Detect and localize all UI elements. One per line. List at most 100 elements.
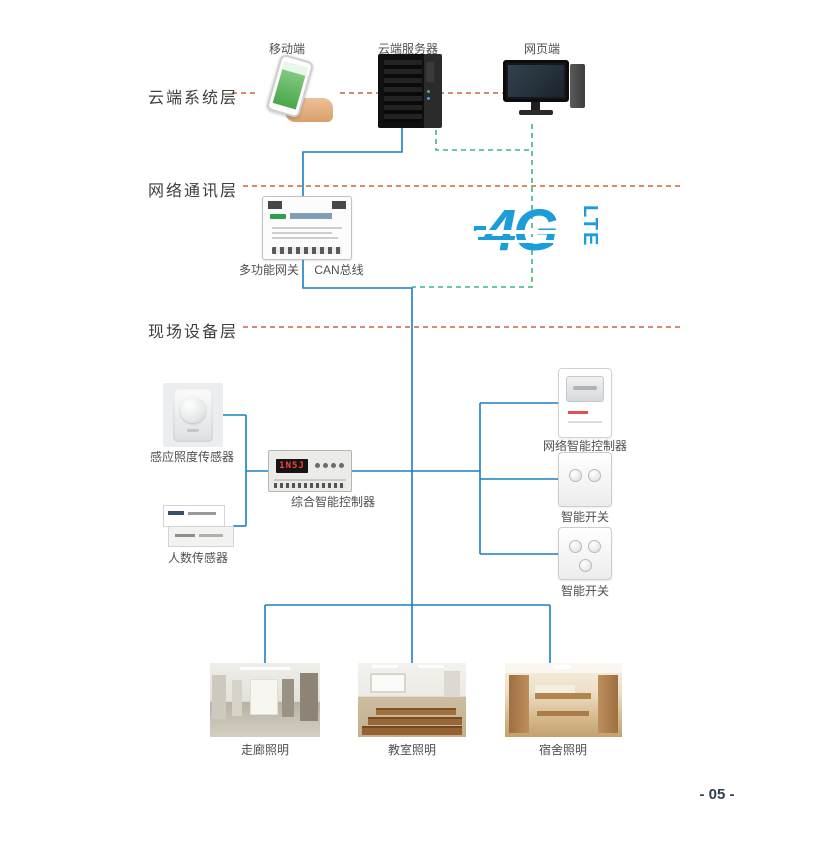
illuminance-sensor-image bbox=[163, 383, 223, 447]
smart-switch-2-image bbox=[558, 527, 612, 580]
gateway-text-line bbox=[272, 237, 338, 239]
switch-button bbox=[569, 469, 582, 482]
lte-text: LTE bbox=[579, 205, 601, 248]
gateway-device-image bbox=[262, 196, 352, 260]
web-4g-dashed-link bbox=[412, 124, 533, 288]
gateway-caption: 多功能网关 bbox=[238, 263, 299, 277]
people-counter-text-line bbox=[175, 534, 195, 537]
corridor-ceiling-light bbox=[240, 667, 290, 670]
dormitory-photo bbox=[505, 663, 622, 737]
classroom-seat-row bbox=[362, 726, 462, 735]
smart-switch-1-image bbox=[558, 452, 612, 507]
corridor-end-wall bbox=[250, 679, 278, 715]
network-layer-label: 网络通讯层 bbox=[148, 183, 239, 200]
dorm-bedding bbox=[535, 685, 575, 693]
integrated-controller-image: 1N5J bbox=[268, 450, 352, 492]
classroom-caption: 教室照明 bbox=[387, 743, 436, 757]
controller-button bbox=[339, 463, 344, 468]
cloud-server-image bbox=[378, 54, 442, 128]
monitor-neck bbox=[531, 102, 540, 110]
people-sensor-caption: 人数传感器 bbox=[167, 551, 228, 565]
network-controller-image bbox=[558, 368, 612, 438]
dorm-bunk bbox=[535, 693, 591, 699]
controller-slot bbox=[573, 386, 597, 390]
people-counter-logo bbox=[168, 511, 184, 515]
people-counter-image bbox=[163, 505, 235, 547]
corridor-door bbox=[282, 679, 294, 717]
dorm-wardrobe bbox=[598, 675, 618, 733]
monitor-screen bbox=[503, 60, 569, 102]
corridor-door bbox=[232, 680, 242, 716]
controller-button bbox=[315, 463, 320, 468]
logo-stripe bbox=[476, 240, 576, 243]
gateway-terminal-row bbox=[272, 247, 342, 254]
server-drive-bay bbox=[426, 62, 434, 82]
desktop-monitor-image bbox=[503, 60, 585, 122]
gateway-brand-mark bbox=[270, 214, 286, 219]
logo-speed-dash bbox=[474, 226, 486, 231]
lux-sensor-caption: 感应照度传感器 bbox=[149, 450, 234, 464]
sensor-dome bbox=[180, 397, 206, 423]
field-layer-label: 现场设备层 bbox=[148, 324, 239, 341]
corridor-caption: 走廊照明 bbox=[240, 743, 289, 757]
people-counter-text-line bbox=[199, 534, 223, 537]
classroom-ceiling-light bbox=[372, 665, 398, 668]
network-controller-caption: 网络智能控制器 bbox=[542, 439, 627, 453]
dormitory-caption: 宿舍照明 bbox=[538, 743, 587, 757]
controller-display: 1N5J bbox=[276, 459, 308, 473]
sensor-slot bbox=[187, 429, 199, 432]
blue-bus-lines bbox=[223, 128, 558, 663]
switch-button bbox=[588, 540, 601, 553]
monitor-screen-glow bbox=[508, 65, 564, 97]
gateway-terminal-block-left bbox=[268, 201, 282, 209]
classroom-seat-row bbox=[376, 708, 456, 715]
switch-button bbox=[569, 540, 582, 553]
server-led-green bbox=[427, 90, 430, 93]
server-caption: 云端服务器 bbox=[378, 42, 439, 56]
dorm-desk bbox=[537, 711, 589, 716]
classroom-seat-row bbox=[368, 717, 462, 725]
switch-button bbox=[588, 469, 601, 482]
smart-switch-2-caption: 智能开关 bbox=[560, 584, 609, 598]
classroom-whiteboard bbox=[370, 673, 406, 693]
mobile-caption: 移动端 bbox=[268, 42, 305, 56]
server-led-blue bbox=[427, 97, 430, 100]
dorm-ceiling-light bbox=[553, 665, 571, 669]
controller-button bbox=[323, 463, 328, 468]
gateway-title-bar bbox=[290, 213, 332, 219]
web-caption: 网页端 bbox=[523, 42, 560, 56]
classroom-photo bbox=[358, 663, 466, 737]
logo-speed-dash bbox=[478, 237, 490, 242]
people-counter-text-line bbox=[188, 512, 216, 515]
logo-stripe bbox=[476, 230, 576, 234]
gateway-terminal-block-right bbox=[332, 201, 346, 209]
page-number: - 05 - bbox=[699, 786, 735, 803]
smart-switch-1-caption: 智能开关 bbox=[560, 510, 609, 524]
controller-seam-line bbox=[568, 421, 602, 423]
server-slots bbox=[384, 60, 422, 122]
classroom-ceiling-light bbox=[418, 665, 444, 668]
gateway-text-line bbox=[272, 227, 342, 229]
server-gateway-line bbox=[302, 128, 403, 197]
corridor-photo bbox=[210, 663, 320, 737]
monitor-base bbox=[519, 110, 553, 115]
dorm-wardrobe bbox=[509, 675, 529, 733]
controller-caption: 综合智能控制器 bbox=[290, 495, 375, 509]
controller-label-strip bbox=[274, 479, 346, 481]
mobile-phone-image bbox=[255, 53, 337, 122]
classroom-door bbox=[444, 671, 460, 697]
can-bus-trunk-line bbox=[302, 258, 413, 605]
corridor-door bbox=[212, 675, 226, 719]
corridor-door bbox=[300, 673, 318, 721]
gateway-text-line bbox=[272, 232, 332, 234]
controller-red-mark bbox=[568, 411, 588, 414]
4g-lte-logo: 4G LTE bbox=[474, 200, 608, 270]
people-counter-card bbox=[163, 505, 225, 527]
cloud-layer-label: 云端系统层 bbox=[148, 90, 239, 107]
pc-tower-shape bbox=[570, 64, 585, 108]
can-bus-caption: CAN总线 bbox=[314, 263, 364, 277]
controller-button bbox=[331, 463, 336, 468]
switch-button bbox=[579, 559, 592, 572]
